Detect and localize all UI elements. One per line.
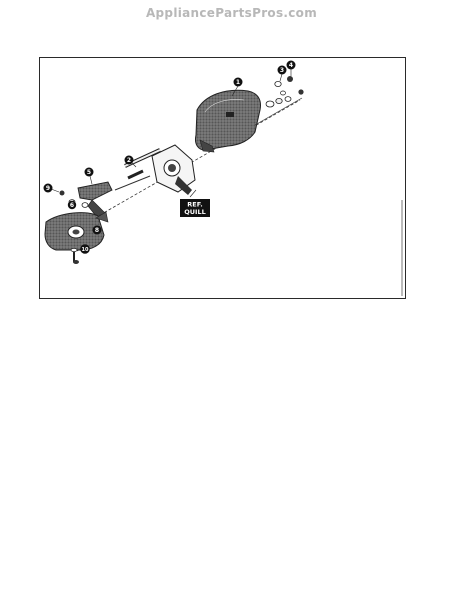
svg-text:10: 10 [82,247,89,253]
callout-4: 4 [286,60,296,70]
svg-text:3: 3 [280,67,284,74]
bottom-screw[interactable] [70,248,79,264]
diagram-frame [39,57,406,299]
ref-quill-label: REF. QUILL [180,199,210,217]
callout-8: 8 [92,225,102,235]
center-bracket[interactable] [151,144,196,195]
lower-bracket[interactable] [59,181,113,217]
svg-text:1: 1 [236,79,240,86]
right-fasteners[interactable] [254,76,304,126]
callout-9: 9 [43,183,53,193]
lower-guard-housing[interactable] [44,211,109,251]
callout-1: 1 [233,77,243,87]
svg-text:4: 4 [289,62,293,69]
upper-guard-housing[interactable] [195,89,261,153]
callout-2: 2 [124,155,134,165]
svg-text:9: 9 [46,185,50,192]
svg-text:6: 6 [70,202,74,209]
svg-text:QUILL: QUILL [184,208,206,216]
svg-text:8: 8 [95,227,99,234]
callout-10: 10 [80,244,90,254]
callout-3: 3 [277,65,287,75]
svg-text:REF.: REF. [187,201,202,209]
shaft-centerline [99,99,301,216]
svg-text:2: 2 [127,157,131,164]
callout-5: 5 [84,167,94,177]
callout-6: 6 [67,200,77,210]
svg-text:5: 5 [87,169,91,176]
site-watermark: AppliancePartsPros.com [145,6,318,20]
